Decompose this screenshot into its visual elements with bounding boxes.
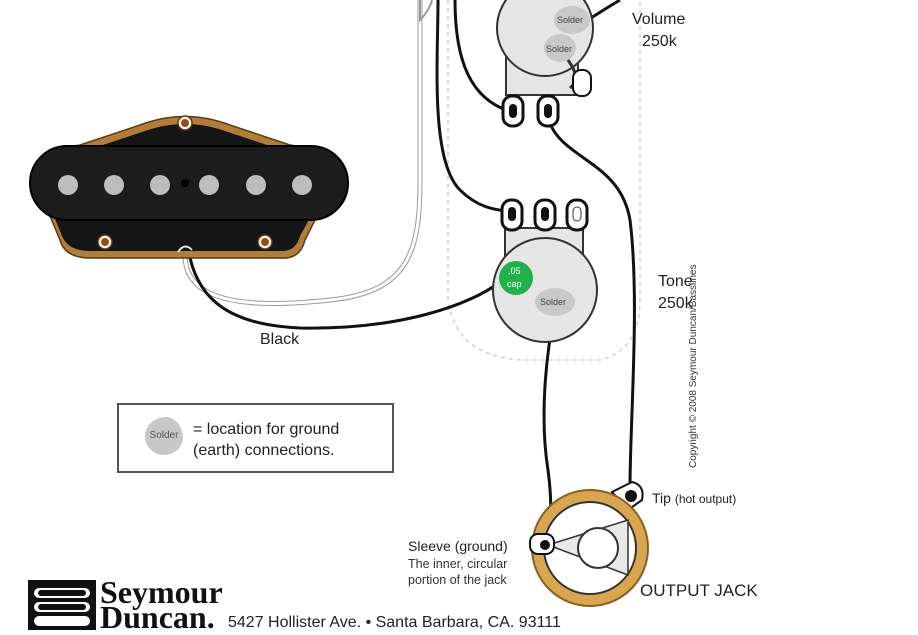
volume-label: Volume	[632, 11, 686, 28]
output-jack-label: OUTPUT JACK	[640, 581, 758, 600]
volume-input-wire	[453, 0, 513, 114]
sleeve-label: Sleeve (ground)	[408, 538, 508, 554]
volume-to-tone-lug-wire	[546, 117, 636, 489]
legend-solder-blob: Solder	[145, 417, 183, 455]
jack-center-hole	[577, 527, 619, 569]
pole-pieces	[58, 175, 312, 195]
legend-line2: (earth) connections.	[193, 442, 335, 459]
tip-label-text: Tip	[652, 490, 671, 506]
black-wire-label: Black	[260, 331, 300, 348]
tone-solder-blob	[535, 288, 575, 316]
tip-note: (hot output)	[674, 492, 737, 506]
legend: Solder = location for ground (earth) con…	[117, 403, 394, 473]
capacitor-label-line2: cap	[507, 279, 522, 289]
legend-text: = location for ground (earth) connection…	[193, 419, 339, 461]
legend-line1: = location for ground	[193, 421, 340, 438]
sleeve-note-line1: The inner, circular	[408, 557, 508, 571]
volume-to-tone-wire	[435, 0, 513, 214]
volume-pot	[496, 0, 594, 128]
seymour-duncan-logo-icon	[28, 580, 96, 630]
volume-solder-label-bottom: Solder	[546, 44, 573, 54]
sleeve-note-line2: portion of the jack	[408, 573, 507, 587]
tone-lugs	[500, 198, 589, 232]
brand-line1: Seymour	[100, 574, 223, 610]
output-jack	[529, 480, 649, 607]
capacitor-label-line1: .05	[508, 266, 521, 276]
tone-label: Tone	[658, 273, 693, 290]
brand-line2: Duncan.	[100, 599, 215, 635]
tone-pot	[492, 198, 598, 343]
volume-solder-blob-top	[554, 6, 590, 34]
capacitor	[499, 261, 533, 295]
volume-value-label: 250k	[642, 33, 677, 50]
address: 5427 Hollister Ave. • Santa Barbara, CA.…	[228, 614, 561, 631]
control-plate-outline	[447, 0, 641, 361]
volume-lugs	[501, 69, 592, 128]
copyright-text: Copyright © 2008 Seymour Duncan/Bassline…	[688, 264, 699, 468]
legend-solder-text: Solder	[149, 430, 179, 441]
volume-solder-blob-bottom	[544, 34, 576, 62]
telecaster-bridge-pickup	[29, 115, 349, 259]
tip-label: Tip (hot output)	[652, 490, 736, 506]
tone-solder-label: Solder	[540, 297, 567, 307]
mounting-screws	[97, 115, 273, 250]
tone-value-label: 250k	[658, 295, 693, 312]
volume-solder-label-top: Solder	[557, 15, 584, 25]
